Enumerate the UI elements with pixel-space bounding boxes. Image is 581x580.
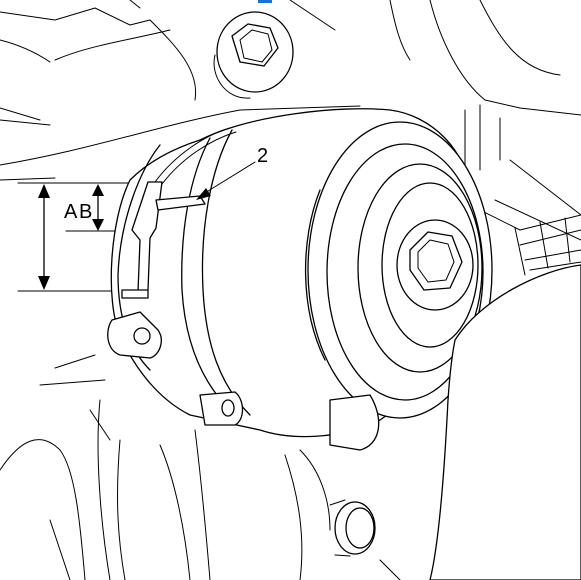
link-marker[interactable] [258, 0, 272, 3]
label-a: A [64, 201, 78, 223]
top-bolt [213, 11, 294, 99]
dimension-b [92, 184, 104, 231]
guide-lines [0, 105, 361, 292]
label-part-2: 2 [257, 145, 268, 167]
belt-gauge-strip [121, 127, 237, 299]
pulley-nut [396, 219, 474, 311]
label-b: B [79, 201, 92, 223]
callout-2 [196, 161, 256, 200]
right-pulley [429, 214, 581, 580]
dimension-a [38, 184, 50, 290]
engine-casting-outline [0, 0, 581, 241]
lower-bolt [284, 449, 401, 580]
lower-left-structure [0, 354, 211, 580]
